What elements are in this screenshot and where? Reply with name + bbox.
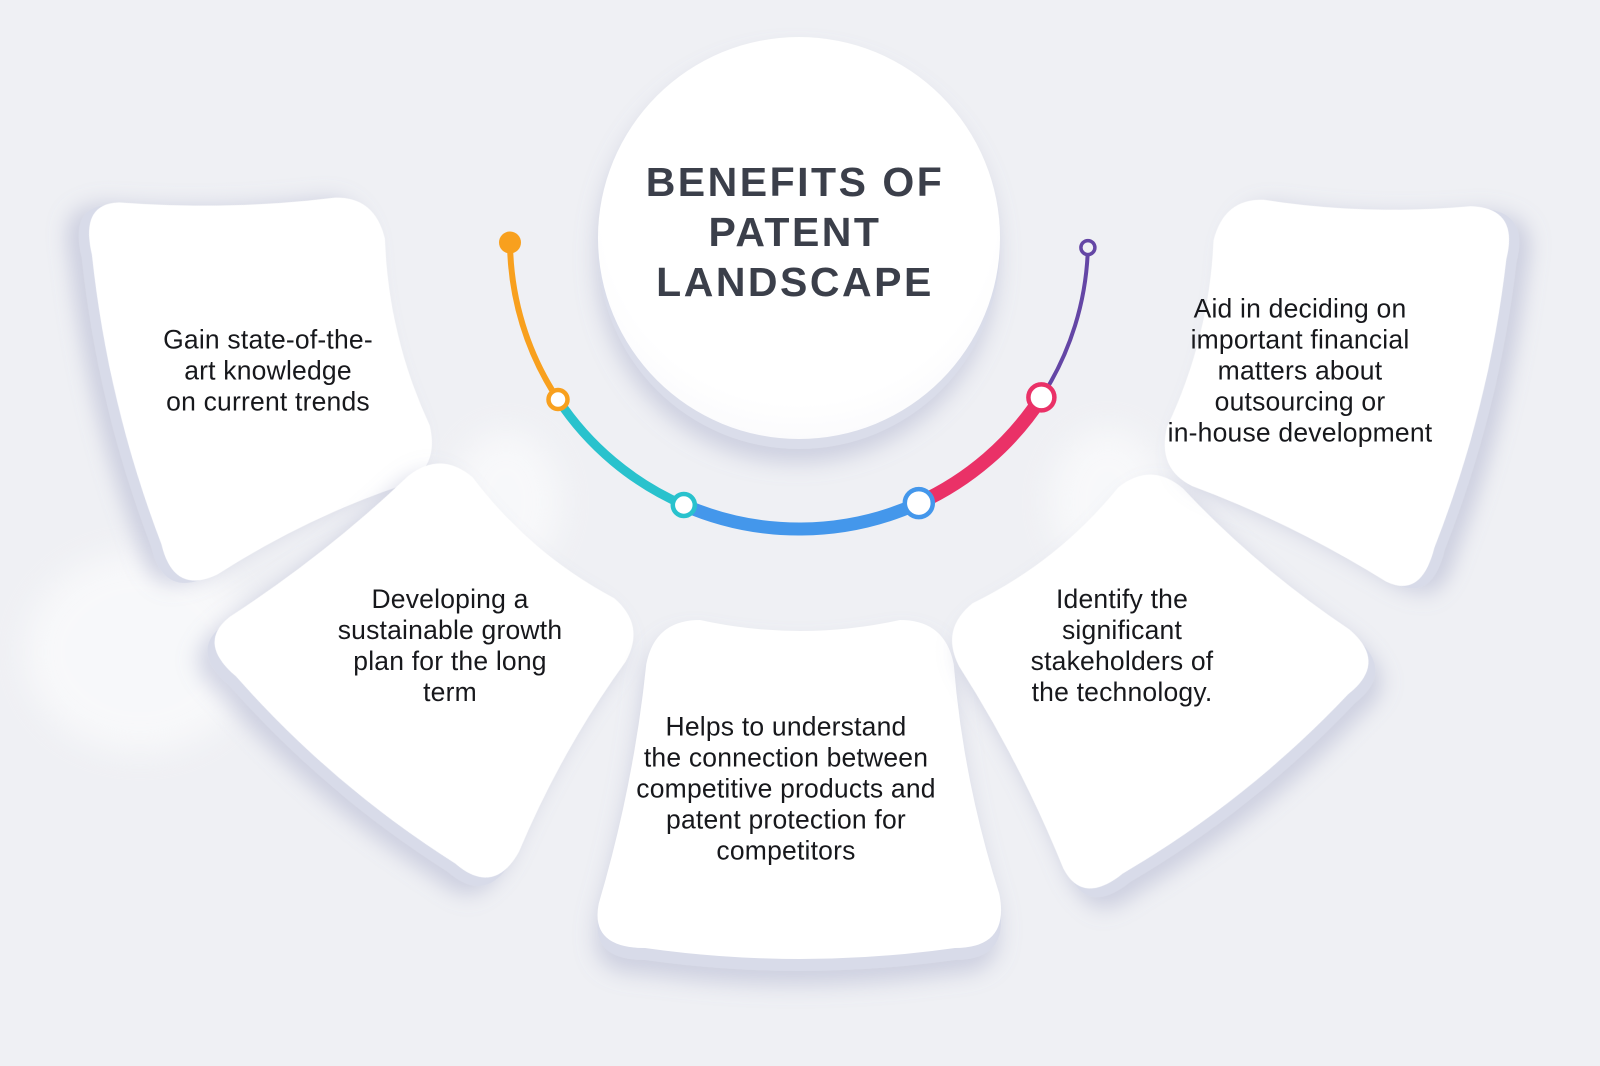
- arc-segment-pink: [911, 390, 1049, 511]
- timeline-node-teal: [670, 491, 698, 519]
- benefit-text-line: term: [423, 677, 477, 707]
- benefit-text-line: Identify the: [1055, 584, 1189, 614]
- benefit-text-line: important financial: [1190, 324, 1410, 355]
- benefit-text-right-bottom: Identify the significant stakeholders of…: [952, 584, 1292, 708]
- timeline-node-blue: [902, 486, 936, 520]
- benefit-text-line: plan for the long: [353, 646, 547, 676]
- benefit-text-line: art knowledge: [184, 355, 352, 386]
- benefit-text-line: Aid in deciding on: [1193, 293, 1407, 324]
- arc-segment-teal: [553, 395, 689, 510]
- benefit-text-line: Helps to understand: [665, 711, 907, 742]
- benefit-text-line: matters about: [1217, 355, 1383, 386]
- benefit-text-bottom-center: Helps to understand the connection betwe…: [616, 712, 956, 867]
- center-circle-face: [598, 37, 1000, 439]
- benefit-text-left-top: Gain state-of-the- art knowledge on curr…: [98, 325, 438, 418]
- benefit-text-right-top: Aid in deciding on important financial m…: [1130, 294, 1470, 449]
- center-circle: [598, 37, 1000, 449]
- timeline-end-ring: [1079, 238, 1097, 257]
- benefit-text-line: stakeholders of: [1030, 646, 1214, 676]
- arc-segment-orange: [507, 239, 561, 403]
- timeline-nodes: [499, 231, 1097, 520]
- timeline-node-orange: [546, 387, 570, 412]
- title-line: BENEFITS OF: [645, 159, 945, 205]
- arc-segment-blue: [677, 496, 926, 536]
- benefit-text-line: significant: [1061, 615, 1183, 645]
- benefit-text-left-bottom: Developing a sustainable growth plan for…: [280, 584, 620, 708]
- benefit-text-line: outsourcing or: [1214, 386, 1386, 417]
- timeline-node-pink: [1026, 382, 1057, 413]
- title-line: LANDSCAPE: [656, 259, 934, 305]
- background-blob: [25, 552, 255, 752]
- benefit-text-line: sustainable growth: [337, 615, 563, 645]
- arc-segment-purple: [1039, 245, 1090, 400]
- benefit-text-line: Gain state-of-the-: [163, 324, 373, 355]
- benefit-text-line: Developing a: [371, 584, 529, 614]
- timeline-start-dot: [499, 231, 521, 254]
- benefit-text-line: competitors: [716, 835, 856, 866]
- benefit-text-line: patent protection for: [666, 804, 906, 835]
- title-line: PATENT: [708, 209, 882, 255]
- benefit-text-line: the connection between: [643, 742, 929, 773]
- benefit-text-line: on current trends: [166, 386, 370, 417]
- benefit-text-line: the technology.: [1031, 677, 1213, 707]
- timeline-arc: [507, 239, 1090, 536]
- benefit-text-line: in-house development: [1167, 417, 1433, 448]
- benefit-text-line: competitive products and: [636, 773, 936, 804]
- page-title: BENEFITS OF PATENT LANDSCAPE: [535, 157, 1055, 307]
